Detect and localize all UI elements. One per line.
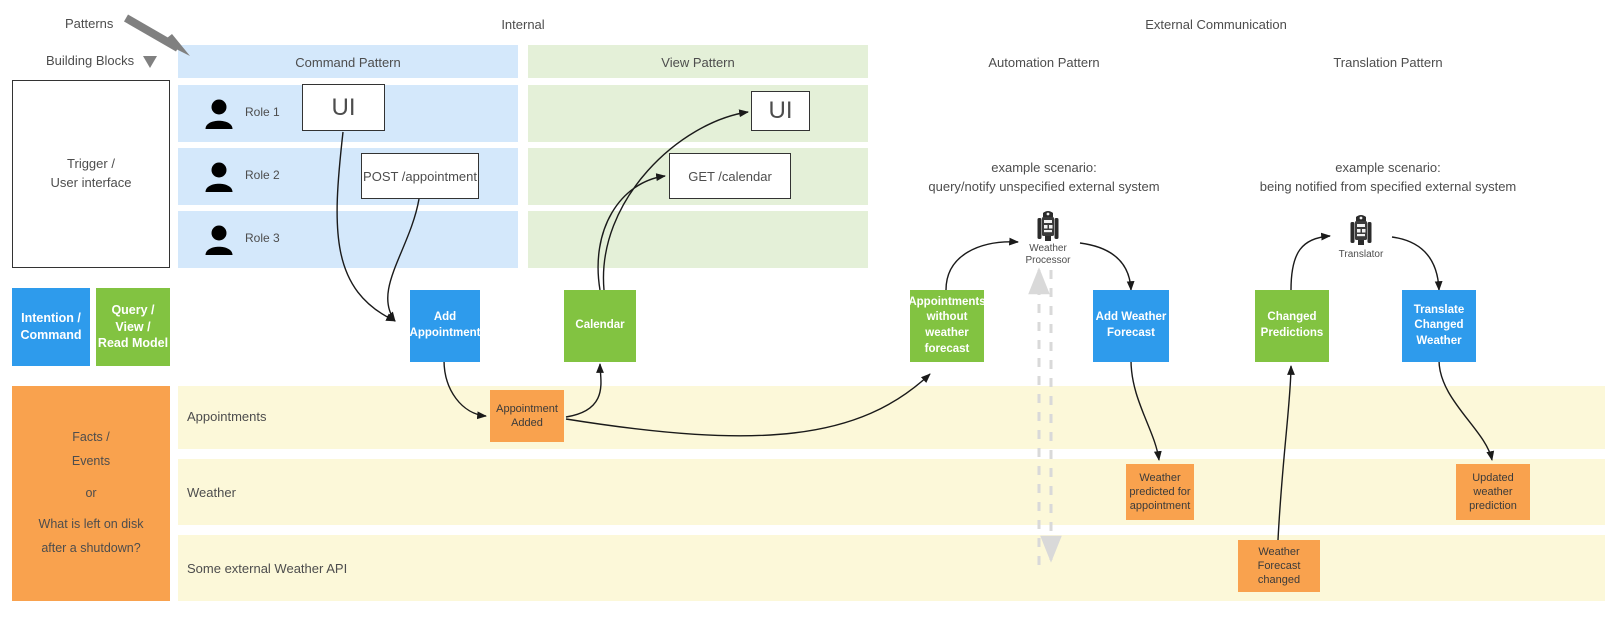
event-line2: Added: [511, 417, 543, 429]
legend-facts-events-box: Facts / Events or What is left on disk a…: [12, 386, 170, 601]
command-node-line1: Add: [433, 311, 457, 324]
event-line1: Appointment: [496, 402, 558, 415]
legend-trigger-box: Trigger / User interface: [12, 80, 170, 268]
lane-band-external-api: [178, 535, 1605, 601]
command-node-add-appointment[interactable]: Add Appointment: [410, 290, 480, 362]
automation-event-line2: predicted for: [1129, 485, 1191, 498]
automation-readmodel-line2: without: [926, 311, 968, 324]
person-icon: [205, 162, 233, 192]
automation-readmodel-line3: weather: [925, 327, 969, 339]
pattern-label-automation: Automation Pattern: [988, 54, 1100, 70]
legend-facts-line2: Events: [71, 453, 111, 468]
external-event-weather-forecast-changed[interactable]: Weather Forecast changed: [1238, 540, 1320, 592]
automation-robot-caption: Weather Processor: [998, 243, 1098, 267]
automation-command-line1: Add Weather: [1095, 311, 1167, 324]
legend-query-view-readmodel-box: Query / View / Read Model: [96, 288, 170, 366]
translation-command-line1: Translate: [1413, 303, 1465, 316]
translation-command-line3: Weather: [1416, 334, 1462, 347]
automation-readmodel-line4: forecast: [924, 342, 970, 355]
role-label-3: Role 3: [245, 231, 280, 245]
translation-robot-caption: Translator: [1338, 249, 1384, 260]
translation-scenario-text: example scenario: being notified from sp…: [1238, 159, 1538, 197]
automation-scenario-line2: query/notify unspecified external system: [928, 178, 1160, 194]
group-label-external: External Communication: [1145, 16, 1287, 32]
legend-facts-line3: or: [85, 485, 97, 500]
legend-trigger-line1: Trigger /: [67, 156, 115, 172]
droid-robot-icon: [1350, 215, 1372, 245]
translation-command-line2: Changed: [1414, 319, 1464, 332]
view-endpoint-box[interactable]: GET /calendar: [669, 153, 791, 199]
chevron-down-icon: [143, 56, 157, 68]
translation-readmodel-line2: Predictions: [1260, 327, 1324, 339]
command-pattern-header-band: [178, 45, 518, 78]
automation-event-line3: appointment: [1129, 500, 1191, 513]
lane-band-weather: [178, 459, 1605, 525]
view-node-calendar[interactable]: Calendar: [564, 290, 636, 362]
pattern-label-command: Command Pattern: [295, 54, 401, 70]
lane-label-appointments: Appointments: [187, 409, 267, 424]
lane-label-external-weather-api: Some external Weather API: [187, 561, 348, 576]
annotation-building-blocks: Building Blocks: [46, 53, 135, 68]
translation-readmodel-line1: Changed: [1267, 311, 1317, 324]
pattern-label-view: View Pattern: [661, 54, 735, 70]
external-event-line3: changed: [1257, 574, 1301, 587]
role-label-2: Role 2: [245, 168, 280, 182]
role-label-1: Role 1: [245, 105, 280, 119]
automation-robot-caption-line1: Weather: [1029, 243, 1067, 254]
legend-intention-line2: Command: [20, 328, 82, 342]
legend-facts-line4: What is left on disk: [38, 517, 144, 532]
group-label-internal: Internal: [501, 16, 545, 32]
lane-band-appointments: [178, 386, 1605, 449]
view-ui-box[interactable]: UI: [751, 91, 810, 131]
event-appointment-added[interactable]: Appointment Added: [490, 390, 564, 442]
translation-command-translate-changed-weather[interactable]: Translate Changed Weather: [1402, 290, 1476, 362]
translation-event-line1: Updated: [1472, 471, 1514, 484]
view-pattern-role3-band: [528, 211, 868, 268]
external-event-line1: Weather: [1258, 545, 1300, 558]
automation-command-line2: Forecast: [1107, 327, 1155, 339]
external-event-line2: Forecast: [1257, 559, 1301, 572]
automation-readmodel-line1: Appointments: [908, 295, 986, 308]
automation-event-line1: Weather: [1139, 471, 1181, 484]
automation-command-add-weather-forecast[interactable]: Add Weather Forecast: [1093, 290, 1169, 362]
legend-facts-line1: Facts /: [72, 430, 110, 445]
legend-intention-command-box: Intention / Command: [12, 288, 90, 366]
legend-query-line3: Read Model: [97, 336, 169, 351]
legend-facts-line5: after a shutdown?: [41, 541, 141, 556]
person-icon: [205, 225, 233, 255]
legend-trigger-line2: User interface: [50, 175, 132, 190]
automation-event-weather-predicted[interactable]: Weather predicted for appointment: [1126, 464, 1194, 520]
command-ui-box[interactable]: UI: [302, 84, 385, 131]
view-pattern-header-band: [528, 45, 868, 78]
translation-event-line3: prediction: [1469, 500, 1517, 513]
legend-intention-line1: Intention /: [21, 311, 81, 326]
view-pattern-role1-band: [528, 85, 868, 142]
automation-robot-caption-line2: Processor: [1025, 255, 1071, 266]
pattern-label-translation: Translation Pattern: [1333, 54, 1443, 70]
automation-scenario-line1: example scenario:: [991, 160, 1097, 175]
translation-scenario-line2: being notified from specified external s…: [1259, 178, 1517, 194]
translation-event-line2: weather: [1473, 485, 1513, 498]
translation-readmodel-changed-predictions[interactable]: Changed Predictions: [1255, 290, 1329, 362]
automation-scenario-text: example scenario: query/notify unspecifi…: [894, 159, 1194, 197]
legend-query-line2: View /: [115, 319, 151, 334]
command-node-line2: Appointment: [409, 327, 481, 339]
translation-event-updated-weather-prediction[interactable]: Updated weather prediction: [1456, 464, 1530, 520]
command-endpoint-box[interactable]: POST /appointment: [361, 153, 479, 199]
lane-label-weather: Weather: [187, 485, 236, 500]
droid-robot-icon: [1037, 211, 1059, 241]
annotation-patterns: Patterns: [65, 16, 114, 31]
translation-scenario-line1: example scenario:: [1335, 160, 1441, 175]
automation-readmodel-appointments-without-forecast[interactable]: Appointments without weather forecast: [908, 290, 986, 362]
legend-query-line1: Query /: [111, 302, 155, 317]
person-icon: [205, 99, 233, 129]
